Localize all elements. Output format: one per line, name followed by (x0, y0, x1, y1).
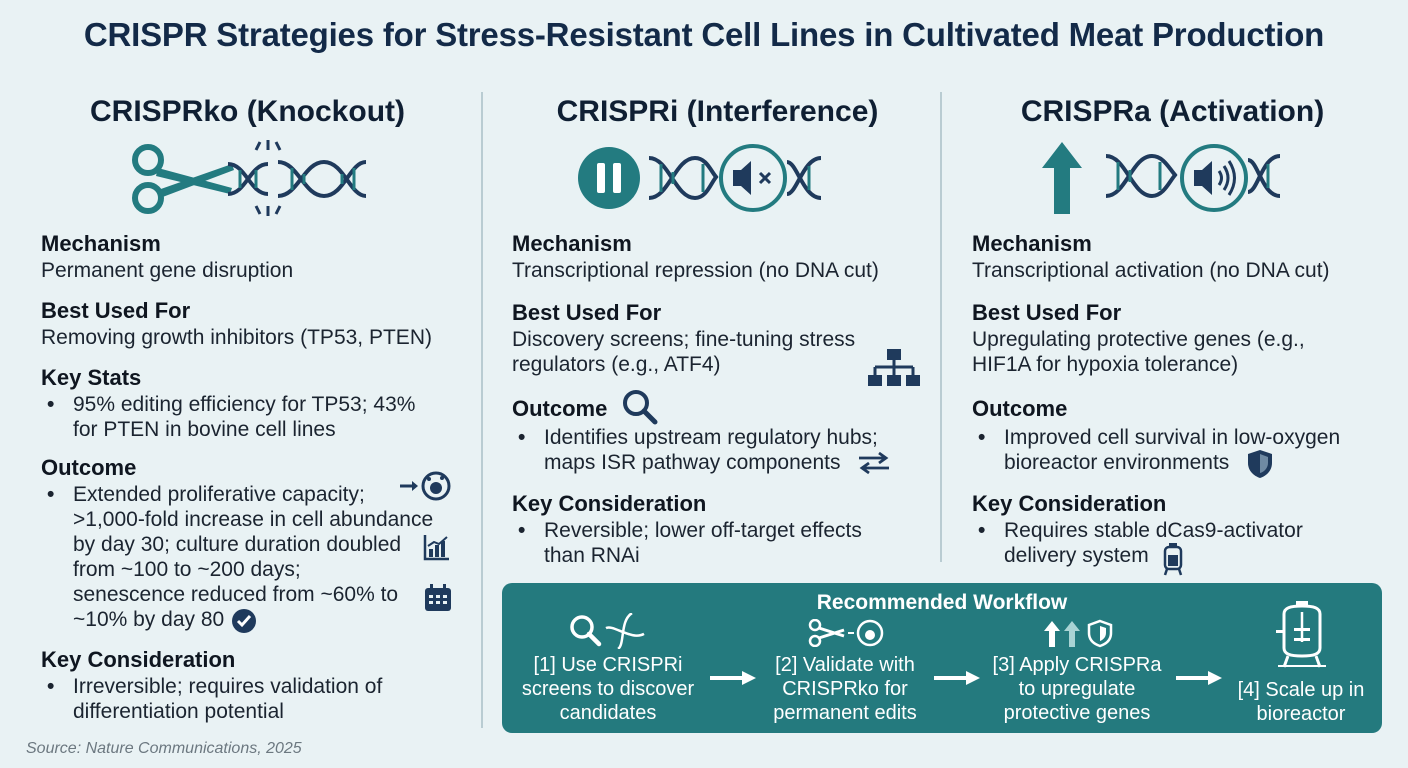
crisprko-stats-line-2: for PTEN in bovine cell lines (73, 418, 336, 441)
crispra-best-line-2: HIF1A for hypoxia tolerance) (972, 353, 1239, 376)
crispra-best-line-1: Upregulating protective genes (e.g., (972, 328, 1305, 351)
crispra-mechanism-heading: Mechanism (972, 231, 1092, 256)
crisprko-title: CRISPRko (Knockout) (90, 95, 405, 128)
crispra-consideration-heading: Key Consideration (972, 491, 1167, 516)
crisprko-stats-line-1: 95% editing efficiency for TP53; 43% (73, 393, 416, 416)
column-divider-1 (481, 92, 483, 728)
hierarchy-network-icon (868, 349, 920, 386)
workflow-panel: Recommended Workflow [1] Use CRISPRi scr… (502, 583, 1382, 733)
source-citation: Source: Nature Communications, 2025 (26, 740, 302, 757)
workflow-step-2-line-2: CRISPRko for (782, 678, 908, 700)
crisprko-outcome-line-3: by day 30; culture duration doubled (73, 533, 402, 556)
workflow-step-4: [4] Scale up in bioreactor (1216, 678, 1386, 726)
crispra-title: CRISPRa (Activation) (1020, 95, 1325, 128)
crispri-best-line-1: Discovery screens; fine-tuning stress (512, 328, 856, 351)
search-dna-icon (570, 613, 645, 649)
crisprko-outcome-line-6: ~10% by day 80 (73, 608, 225, 631)
workflow-arrow-1 (710, 671, 756, 685)
arrow-dna-speaker-icon (1042, 142, 1281, 214)
check-circle-icon (232, 609, 256, 633)
workflow-step-3: [3] Apply CRISPRa to upregulate protecti… (972, 653, 1182, 725)
crispri-title: CRISPRi (Interference) (556, 95, 879, 128)
crisprko-consideration-heading: Key Consideration (41, 647, 236, 672)
column-divider-2 (940, 92, 942, 562)
crisprko-best-heading: Best Used For (41, 298, 191, 323)
workflow-step-2: [2] Validate with CRISPRko for permanent… (740, 653, 950, 725)
swap-arrows-icon (859, 451, 889, 475)
crispra-mechanism-text: Transcriptional activation (no DNA cut) (972, 259, 1330, 282)
arrows-shield-icon (1044, 619, 1113, 648)
crisprko-consideration-line-1: Irreversible; requires validation of (73, 675, 383, 698)
workflow-step-4-line-1: [4] Scale up in (1237, 679, 1365, 701)
workflow-step-2-line-3: permanent edits (773, 702, 917, 724)
crisprko-outcome-heading: Outcome (41, 455, 137, 480)
crisprko-mechanism-heading: Mechanism (41, 231, 161, 256)
crispra-outcome-heading: Outcome (972, 396, 1068, 421)
workflow-arrow-3 (1176, 671, 1222, 685)
workflow-step-3-line-1: [3] Apply CRISPRa (992, 654, 1162, 676)
crisprko-consideration-line-2: differentiation potential (73, 700, 284, 723)
crisprko-outcome-line-2: >1,000-fold increase in cell abundance (73, 508, 434, 531)
scissors-dna-icon (132, 140, 367, 216)
crisprko-best-text: Removing growth inhibitors (TP53, PTEN) (41, 326, 432, 349)
crispra-consideration-line-1: Requires stable dCas9-activator (1004, 519, 1303, 542)
workflow-arrow-2 (934, 671, 980, 685)
crispri-consideration-line-1: Reversible; lower off-target effects (544, 519, 862, 542)
workflow-step-1: [1] Use CRISPRi screens to discover cand… (502, 653, 714, 725)
crisprko-stats-heading: Key Stats (41, 365, 142, 390)
crispri-outcome-heading: Outcome (512, 396, 608, 421)
proliferation-cell-icon (400, 471, 451, 501)
delivery-vessel-icon (1163, 543, 1183, 576)
workflow-step-1-line-3: candidates (559, 702, 657, 724)
workflow-step-2-line-1: [2] Validate with (775, 654, 915, 676)
scissors-cell-icon (808, 619, 884, 647)
workflow-step-1-line-2: screens to discover (521, 678, 695, 700)
page-title: CRISPR Strategies for Stress-Resistant C… (83, 16, 1325, 53)
bar-chart-icon (423, 535, 449, 561)
crispra-outcome-line-1: Improved cell survival in low-oxygen (1004, 426, 1341, 449)
crisprko-outcome-line-1: Extended proliferative capacity; (73, 483, 365, 506)
crispri-best-line-2: regulators (e.g., ATF4) (512, 353, 721, 376)
crispra-best-heading: Best Used For (972, 300, 1122, 325)
crisprko-outcome-line-5: senescence reduced from ~60% to (73, 583, 399, 606)
crispri-outcome-line-1: Identifies upstream regulatory hubs; (544, 426, 878, 449)
crisprko-outcome-line-4: from ~100 to ~200 days; (73, 558, 301, 581)
workflow-step-3-line-3: protective genes (1003, 702, 1151, 724)
magnifier-icon (623, 390, 658, 425)
bioreactor-icon (1276, 601, 1326, 668)
workflow-step-3-line-2: to upregulate (1018, 678, 1136, 700)
workflow-title: Recommended Workflow (816, 591, 1068, 614)
crispra-outcome-line-2: bioreactor environments (1004, 451, 1230, 474)
crispra-consideration-line-2: delivery system (1004, 544, 1149, 567)
pause-dna-mute-icon (578, 144, 822, 212)
crispri-consideration-heading: Key Consideration (512, 491, 707, 516)
crispri-mechanism-text: Transcriptional repression (no DNA cut) (512, 259, 879, 282)
shield-icon (1248, 450, 1272, 478)
crisprko-mechanism-text: Permanent gene disruption (41, 259, 294, 282)
calendar-icon (425, 584, 451, 611)
workflow-step-4-line-2: bioreactor (1256, 703, 1346, 725)
workflow-step-1-line-1: [1] Use CRISPRi (533, 654, 683, 676)
crispri-mechanism-heading: Mechanism (512, 231, 632, 256)
crispri-consideration-line-2: than RNAi (544, 544, 640, 567)
crispri-outcome-line-2: maps ISR pathway components (544, 451, 841, 474)
crispri-best-heading: Best Used For (512, 300, 662, 325)
